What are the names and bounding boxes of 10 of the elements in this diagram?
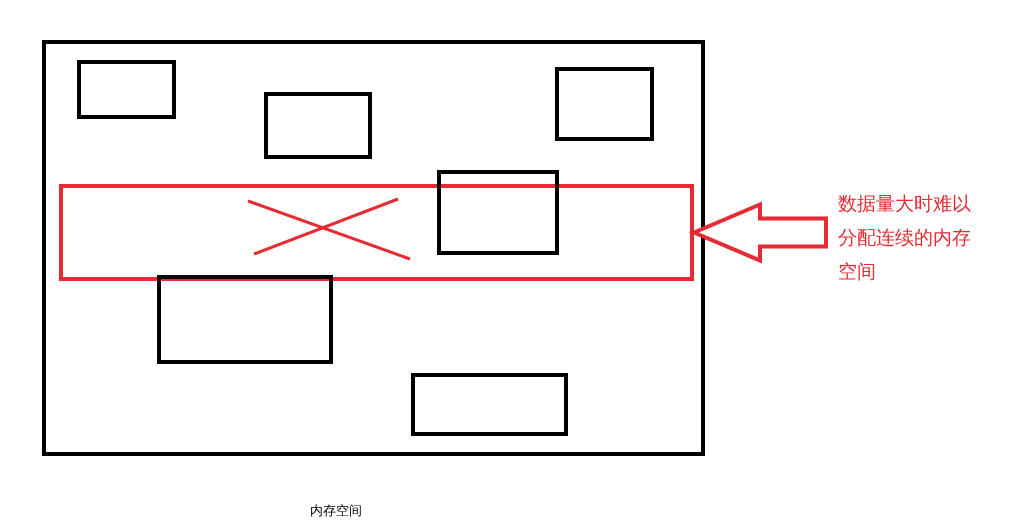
memory-block [157, 275, 333, 364]
caption-text: 内存空间 [310, 502, 362, 520]
memory-block [437, 170, 559, 255]
memory-block [411, 373, 568, 436]
memory-block [77, 60, 176, 119]
highlight-band [59, 184, 694, 281]
block-arrow [688, 201, 828, 264]
memory-block [555, 67, 654, 141]
annotation-text: 数据量大时难以分配连续的内存空间 [838, 186, 983, 288]
memory-block [264, 92, 372, 159]
